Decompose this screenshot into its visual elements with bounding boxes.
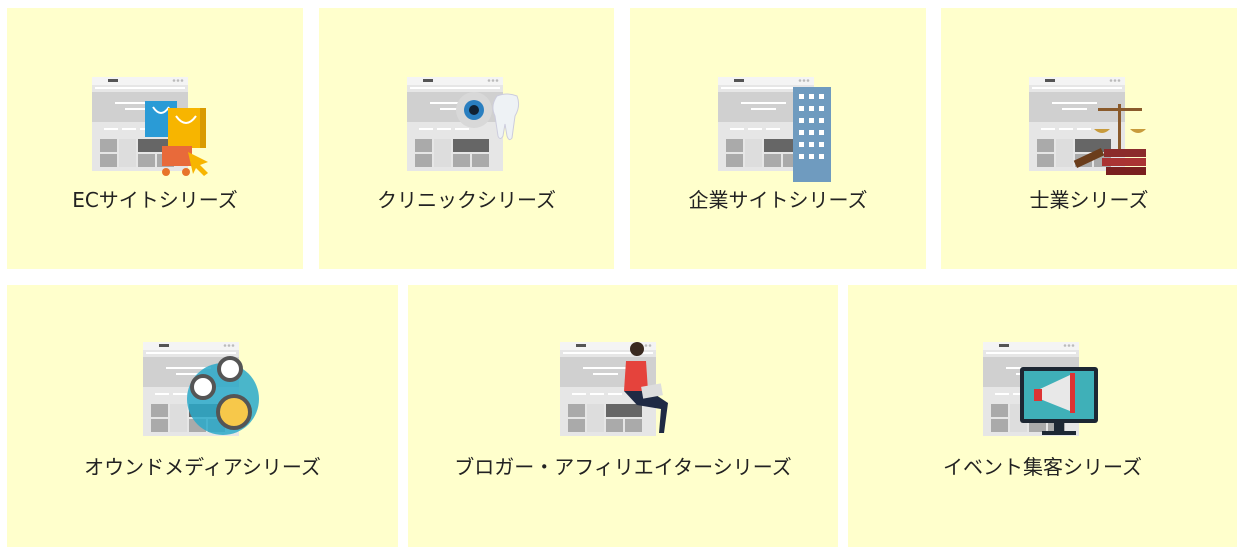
card-corporate-site-series[interactable]: 企業サイトシリーズ — [630, 8, 926, 269]
card-ec-site-series[interactable]: ECサイトシリーズ — [7, 8, 303, 269]
scales-of-justice-icon — [1029, 77, 1146, 175]
card-label: オウンドメディアシリーズ — [84, 455, 321, 479]
card-label: ECサイトシリーズ — [72, 188, 238, 212]
card-label: クリニックシリーズ — [377, 188, 556, 212]
card-event-marketing-series[interactable]: イベント集客シリーズ — [848, 285, 1237, 547]
card-label: 士業シリーズ — [1029, 188, 1149, 212]
building-icon — [718, 77, 831, 182]
card-blogger-affiliate-series[interactable]: ブロガー・アフィリエイターシリーズ — [408, 285, 838, 547]
card-label: 企業サイトシリーズ — [688, 188, 868, 212]
eye-tooth-icon — [406, 77, 519, 171]
card-label: イベント集客シリーズ — [943, 455, 1142, 479]
person-with-laptop-icon — [560, 342, 668, 436]
card-professional-series[interactable]: 士業シリーズ — [941, 8, 1237, 269]
card-clinic-series[interactable]: クリニックシリーズ — [319, 8, 614, 269]
shopping-bags-icon — [92, 77, 208, 176]
megaphone-monitor-icon — [982, 342, 1098, 436]
card-label: ブロガー・アフィリエイターシリーズ — [454, 455, 792, 479]
people-network-icon — [142, 342, 259, 436]
card-owned-media-series[interactable]: オウンドメディアシリーズ — [7, 285, 398, 547]
